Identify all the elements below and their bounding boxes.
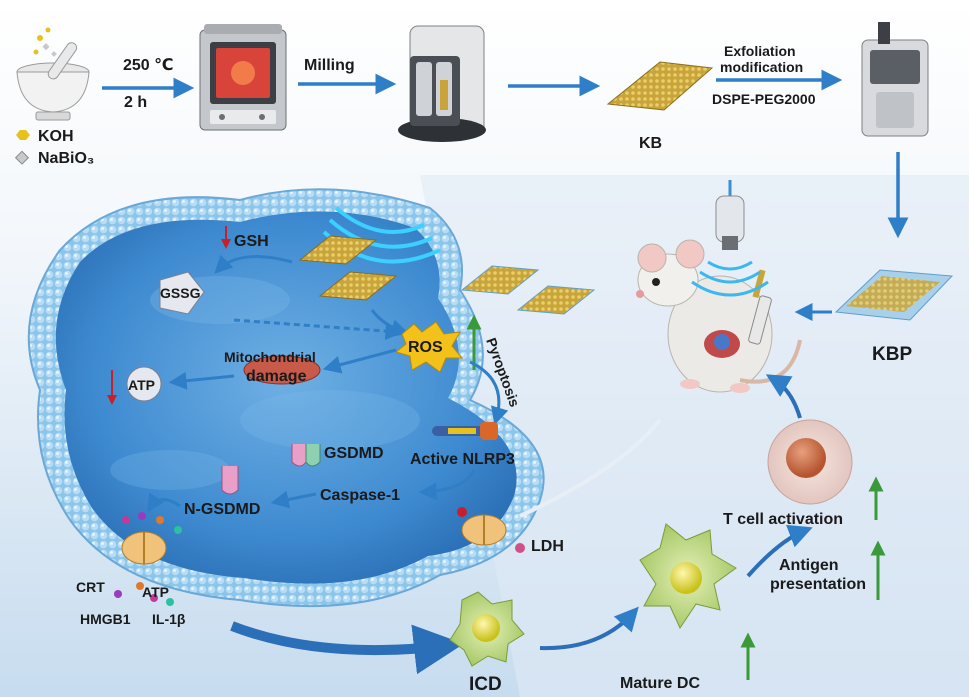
arrow-tcell-mouse bbox=[765, 374, 802, 419]
kb-label: KB bbox=[639, 135, 662, 152]
ros-burst-icon bbox=[394, 321, 464, 373]
hmgb1-label: HMGB1 bbox=[80, 611, 131, 627]
koh-hexagon-icon bbox=[16, 130, 30, 140]
arrow-nlrp3-caspase bbox=[418, 469, 476, 501]
tcell-label: T cell activation bbox=[723, 511, 843, 528]
il1b-label: IL-1β bbox=[152, 611, 186, 627]
cell-nanosheets bbox=[298, 235, 596, 315]
atp-release-label: ATP bbox=[142, 584, 169, 600]
oven-icon bbox=[199, 24, 287, 131]
damp-beads bbox=[114, 512, 182, 606]
gsdmd-label: GSDMD bbox=[324, 445, 384, 462]
arrow-dc-tcell bbox=[746, 524, 813, 578]
ros-label: ROS bbox=[408, 339, 443, 356]
peg-label: DSPE-PEG2000 bbox=[712, 91, 816, 107]
antigen-label: Antigen bbox=[779, 557, 839, 574]
gssg-pentagon-icon bbox=[159, 271, 205, 315]
koh-label: KOH bbox=[38, 128, 74, 145]
arrow-mito-atp bbox=[168, 371, 235, 390]
kbp-label: KBP bbox=[872, 344, 912, 365]
syringe-icon bbox=[748, 269, 772, 345]
gsdmd-protein-icon bbox=[291, 444, 321, 467]
mature-dc-icon bbox=[639, 523, 737, 630]
mitochondria-icon bbox=[243, 355, 321, 385]
sonicator-icon bbox=[861, 22, 929, 137]
mature-dc-label: Mature DC bbox=[620, 675, 700, 692]
exfoliation-label: Exfoliation bbox=[724, 43, 796, 59]
atp-circle-icon bbox=[126, 366, 162, 402]
atp-label: ATP bbox=[128, 377, 155, 393]
ball-mill-icon bbox=[398, 25, 486, 142]
mouse-icon bbox=[636, 239, 802, 393]
tcell-icon bbox=[767, 419, 853, 505]
icd-label: ICD bbox=[469, 674, 502, 695]
arrow-gsh-gssg bbox=[214, 254, 293, 274]
arrow-ros-nlrp3 bbox=[469, 360, 509, 426]
crt-label: CRT bbox=[76, 579, 105, 595]
ultrasound-probe-icon bbox=[691, 180, 769, 297]
arrow-to-ros bbox=[233, 318, 404, 341]
nlrp3-label: Active NLRP3 bbox=[410, 451, 515, 468]
icd-cell-icon bbox=[449, 591, 525, 667]
legend-koh: KOH bbox=[16, 128, 74, 145]
presentation-label: presentation bbox=[770, 576, 866, 593]
mito-label-2: damage bbox=[246, 368, 307, 385]
legend-nabio3: NaBiO₃ bbox=[14, 150, 94, 167]
arrow-sheet-ros bbox=[370, 309, 410, 337]
arrow-icd-dc bbox=[539, 606, 639, 651]
caspase-label: Caspase-1 bbox=[320, 487, 400, 504]
nabio3-diamond-icon bbox=[14, 150, 30, 165]
ldh-pore-icon bbox=[457, 507, 525, 553]
gsh-label: GSH bbox=[234, 233, 269, 250]
arrow-ngsdmd-pore bbox=[147, 492, 181, 513]
ldh-label: LDH bbox=[531, 538, 564, 555]
membrane-pore-icon bbox=[121, 531, 167, 565]
nabio3-label: NaBiO₃ bbox=[38, 150, 94, 167]
mito-label-1: Mitochondrial bbox=[224, 349, 316, 365]
gssg-label: GSSG bbox=[160, 285, 201, 301]
arrow-caspase-ngsdmd bbox=[270, 490, 317, 509]
temperature-label: 250 ℃ bbox=[123, 57, 174, 74]
ngsdmd-protein-icon bbox=[221, 466, 239, 495]
milling-label: Milling bbox=[304, 57, 355, 74]
nlrp3-icon bbox=[432, 422, 498, 440]
ngsdmd-label: N-GSDMD bbox=[184, 501, 260, 518]
duration-label: 2 h bbox=[124, 94, 147, 111]
arrow-cell-mouse bbox=[519, 418, 662, 518]
kbp-nanosheet-icon bbox=[834, 269, 954, 321]
modification-label: modification bbox=[720, 59, 803, 75]
arrow-ros-mito bbox=[322, 348, 397, 374]
kb-nanosheet-icon bbox=[606, 61, 714, 111]
arrow-to-icd bbox=[230, 621, 464, 675]
